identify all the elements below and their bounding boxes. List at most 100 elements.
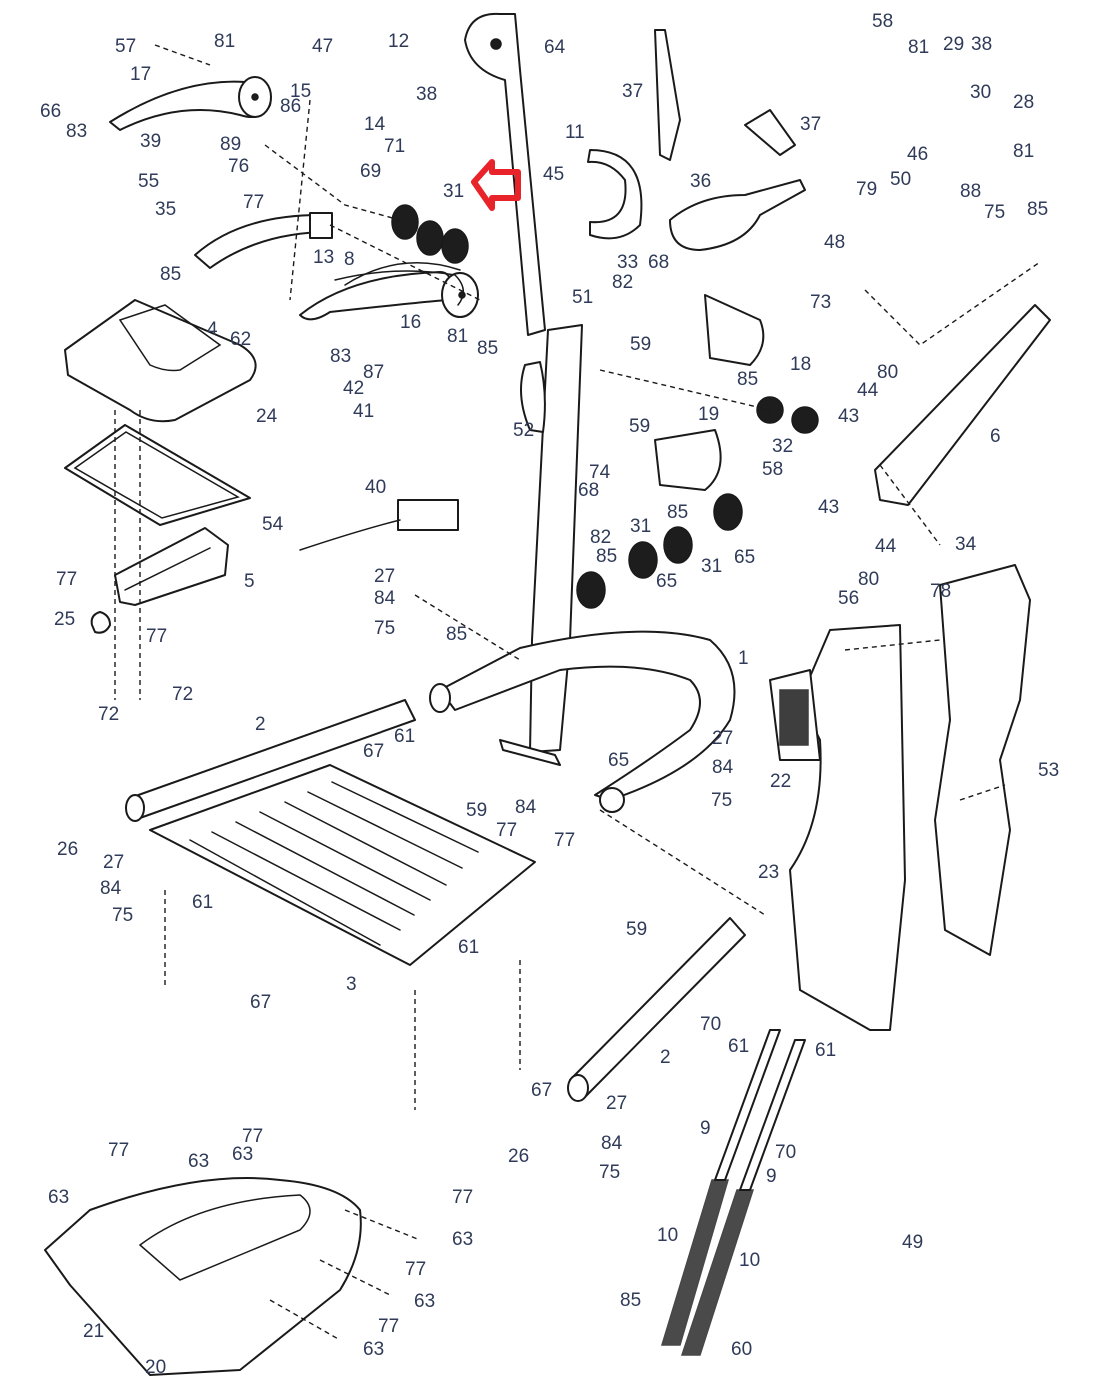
part-label: 18 xyxy=(790,354,811,375)
part-label: 36 xyxy=(690,171,711,192)
assembly-lines xyxy=(114,44,1041,1341)
part-label: 65 xyxy=(608,750,629,771)
part-label: 37 xyxy=(800,114,821,135)
part-label: 5 xyxy=(244,571,255,592)
part-label: 85 xyxy=(620,1290,641,1311)
part-label: 89 xyxy=(220,134,241,155)
main-frame-part xyxy=(429,630,736,813)
part-label: 2 xyxy=(255,714,266,735)
part-label: 56 xyxy=(838,588,859,609)
part-label: 81 xyxy=(908,37,929,58)
part-labels: 57 81 47 12 64 37 58 81 29 38 17 66 83 1… xyxy=(40,11,1059,1378)
part-label: 71 xyxy=(384,136,405,157)
part-label: 77 xyxy=(108,1140,129,1161)
part-label: 84 xyxy=(100,878,122,899)
part-label: 25 xyxy=(54,609,75,630)
highlight-arrow-icon xyxy=(471,159,521,211)
part-label: 59 xyxy=(629,416,650,437)
part-label: 47 xyxy=(312,36,333,57)
part-label: 31 xyxy=(630,516,651,537)
part-label: 73 xyxy=(810,292,831,313)
part-label: 67 xyxy=(250,992,271,1013)
part-label: 1 xyxy=(738,648,749,669)
part-label: 83 xyxy=(66,121,87,142)
part-label: 63 xyxy=(414,1291,435,1312)
part-label: 77 xyxy=(452,1187,473,1208)
part-label: 50 xyxy=(890,169,911,190)
part-label: 78 xyxy=(930,581,951,602)
part-label: 74 xyxy=(589,462,611,483)
disc-31-upper-cluster xyxy=(391,204,469,264)
rail-6-part xyxy=(874,304,1051,506)
part-label: 61 xyxy=(192,892,213,913)
part-label: 70 xyxy=(700,1014,721,1035)
part-label: 86 xyxy=(280,96,301,117)
part-label: 31 xyxy=(701,556,722,577)
platform-slots xyxy=(189,781,479,946)
part-label: 85 xyxy=(737,369,758,390)
part-label: 77 xyxy=(405,1259,426,1280)
part-label: 72 xyxy=(172,684,193,705)
part-label: 8 xyxy=(344,249,355,270)
part-label: 6 xyxy=(990,426,1001,447)
part-label: 76 xyxy=(228,156,249,177)
part-label: 46 xyxy=(907,144,928,165)
part-label: 81 xyxy=(214,31,235,52)
part-label: 34 xyxy=(955,534,977,555)
part-label: 70 xyxy=(775,1142,796,1163)
part-label: 72 xyxy=(98,704,119,725)
part-label: 28 xyxy=(1013,92,1034,113)
part-label: 85 xyxy=(160,264,181,285)
rods-9-10-part xyxy=(660,1029,806,1356)
part-label: 37 xyxy=(622,81,643,102)
part-label: 27 xyxy=(606,1093,627,1114)
part-label: 64 xyxy=(544,37,566,58)
part-label: 77 xyxy=(242,1126,263,1147)
bracket-5-part xyxy=(90,527,229,634)
part-label: 83 xyxy=(330,346,351,367)
part-label: 39 xyxy=(140,131,161,152)
part-label: 84 xyxy=(712,757,734,778)
part-label: 38 xyxy=(416,84,437,105)
part-label: 9 xyxy=(700,1118,711,1139)
part-label: 27 xyxy=(103,852,124,873)
part-label: 42 xyxy=(343,378,364,399)
part-label: 61 xyxy=(394,726,415,747)
part-label: 85 xyxy=(446,624,467,645)
part-label: 77 xyxy=(378,1316,399,1337)
part-label: 21 xyxy=(83,1321,104,1342)
part-label: 62 xyxy=(230,329,251,350)
part-label: 75 xyxy=(711,790,732,811)
part-label: 52 xyxy=(513,420,534,441)
part-label: 15 xyxy=(290,81,311,102)
tube-2-lower-part xyxy=(567,917,746,1102)
part-label: 12 xyxy=(388,31,409,52)
part-label: 55 xyxy=(138,171,159,192)
part-label: 43 xyxy=(838,406,859,427)
part-label: 75 xyxy=(984,202,1005,223)
part-label: 44 xyxy=(857,380,879,401)
part-label: 80 xyxy=(877,362,898,383)
part-label: 10 xyxy=(657,1225,678,1246)
part-label: 77 xyxy=(243,192,264,213)
part-label: 54 xyxy=(262,514,284,535)
arm-16-part xyxy=(299,271,479,321)
part-label: 24 xyxy=(256,406,278,427)
part-label: 43 xyxy=(818,497,839,518)
part-label: 27 xyxy=(374,566,395,587)
part-label: 35 xyxy=(155,199,176,220)
part-label: 65 xyxy=(656,571,677,592)
part-label: 67 xyxy=(531,1080,552,1101)
part-label: 84 xyxy=(374,588,396,609)
part-label: 63 xyxy=(452,1229,473,1250)
part-label: 29 xyxy=(943,34,964,55)
part-label: 81 xyxy=(447,326,468,347)
part-label: 44 xyxy=(875,536,897,557)
part-label: 85 xyxy=(1027,199,1048,220)
part-label: 57 xyxy=(115,36,136,57)
part-label: 85 xyxy=(667,502,688,523)
part-label: 63 xyxy=(363,1339,384,1360)
part-label: 26 xyxy=(508,1146,529,1167)
part-label: 67 xyxy=(363,741,384,762)
part-label: 85 xyxy=(477,338,498,359)
